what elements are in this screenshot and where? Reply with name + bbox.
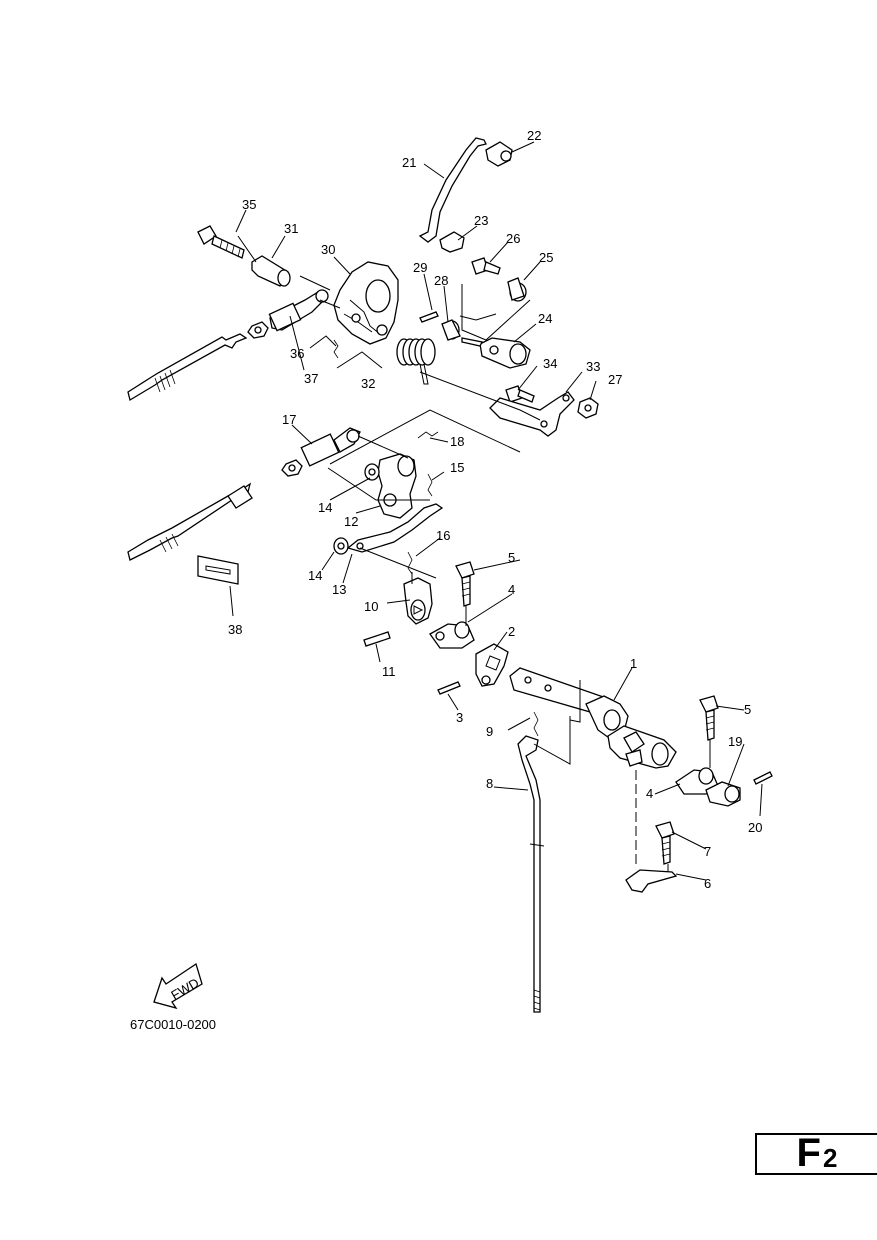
fwd-arrow-icon: FWD <box>153 962 203 1010</box>
callout-9: 9 <box>486 724 493 739</box>
callout-18: 18 <box>450 434 464 449</box>
callout-16: 16 <box>436 528 450 543</box>
callout-5-upper: 5 <box>508 550 515 565</box>
callout-29: 29 <box>413 260 427 275</box>
callout-34: 34 <box>543 356 557 371</box>
callout-13: 13 <box>332 582 346 597</box>
callout-25: 25 <box>539 250 553 265</box>
callout-leaders <box>229 141 763 881</box>
callout-28: 28 <box>434 273 448 288</box>
page-badge-letter: F <box>796 1131 821 1175</box>
callout-11: 11 <box>382 664 396 679</box>
lower-cable-assembly <box>127 409 521 647</box>
spring-32 <box>396 338 436 385</box>
callout-21: 21 <box>402 155 416 170</box>
page-badge: F 2 <box>755 1133 877 1175</box>
callout-12: 12 <box>344 514 358 529</box>
page-badge-number: 2 <box>822 1143 838 1173</box>
callout-32: 32 <box>361 376 375 391</box>
callout-38: 38 <box>228 622 242 637</box>
callout-labels: 35 31 30 22 21 23 26 25 29 28 24 36 37 3… <box>228 128 762 891</box>
callout-1: 1 <box>630 656 637 671</box>
callout-5-right: 5 <box>744 702 751 717</box>
callout-4-upper: 4 <box>508 582 515 597</box>
callout-35: 35 <box>242 197 256 212</box>
callout-7: 7 <box>704 844 711 859</box>
callout-3: 3 <box>456 710 463 725</box>
shaft-assembly <box>429 561 773 1013</box>
drawing-code: 67C0010-0200 <box>130 1017 216 1032</box>
callout-22: 22 <box>527 128 541 143</box>
callout-24: 24 <box>538 311 552 326</box>
callout-8: 8 <box>486 776 493 791</box>
callout-33: 33 <box>586 359 600 374</box>
callout-19: 19 <box>728 734 742 749</box>
callout-31: 31 <box>284 221 298 236</box>
callout-23: 23 <box>474 213 488 228</box>
callout-14-lower: 14 <box>308 568 322 583</box>
callout-15: 15 <box>450 460 464 475</box>
callout-37: 37 <box>304 371 318 386</box>
callout-10: 10 <box>364 599 378 614</box>
callout-26: 26 <box>506 231 520 246</box>
upper-cable-assembly <box>127 137 599 437</box>
callout-36: 36 <box>290 346 304 361</box>
callout-20: 20 <box>748 820 762 835</box>
callout-6: 6 <box>704 876 711 891</box>
callout-4-right: 4 <box>646 786 653 801</box>
callout-14-upper: 14 <box>318 500 332 515</box>
callout-30: 30 <box>321 242 335 257</box>
callout-27: 27 <box>608 372 622 387</box>
callout-17: 17 <box>282 412 296 427</box>
callout-2: 2 <box>508 624 515 639</box>
